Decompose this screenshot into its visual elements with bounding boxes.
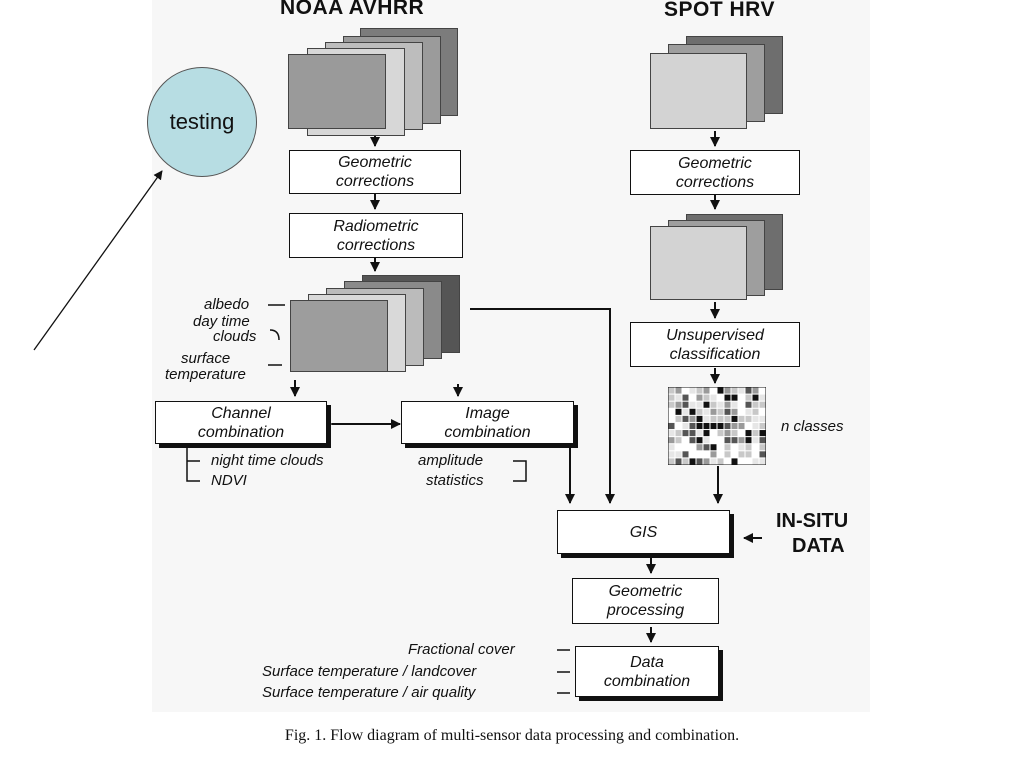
radiometric-corrections-box: Radiometric corrections: [289, 213, 463, 258]
label-night-time-clouds: night time clouds: [211, 452, 324, 469]
spot-hrv-header: SPOT HRV: [664, 0, 775, 21]
label-temperature: temperature: [165, 366, 246, 383]
geometric-processing-box: Geometric processing: [572, 578, 719, 624]
label-fractional-cover: Fractional cover: [408, 641, 515, 658]
label-albedo: albedo: [204, 296, 250, 313]
label-statistics: statistics: [426, 472, 484, 489]
callout-arrow: [33, 170, 163, 351]
figure-caption: Fig. 1. Flow diagram of multi-sensor dat…: [284, 727, 740, 744]
label-clouds: clouds: [213, 328, 257, 345]
label-data: DATA: [792, 535, 845, 557]
label-amplitude: amplitude: [418, 452, 484, 469]
bracket-channel-outputs: [186, 448, 200, 482]
noaa-avhrr-header: NOAA AVHRR: [280, 0, 425, 19]
bracket-image-outputs: [513, 460, 527, 482]
label-day-time: day time: [193, 313, 250, 330]
data-combination-box: Data combination: [575, 646, 719, 697]
noaa-geometric-corrections-box: Geometric corrections: [289, 150, 461, 194]
classification-grid: [668, 387, 766, 465]
channel-combination-box: Channel combination: [155, 401, 327, 444]
spot-geometric-corrections-box: Geometric corrections: [630, 150, 800, 195]
label-surface: surface: [181, 350, 231, 367]
label-surface-temperature-landcover: Surface temperature / landcover: [262, 663, 477, 680]
testing-callout: testing: [147, 67, 257, 177]
arrow-stack-to-gis: [470, 308, 615, 504]
label-surface-temperature-air-quality: Surface temperature / air quality: [262, 684, 476, 701]
label-ndvi: NDVI: [211, 472, 247, 489]
unsupervised-classification-box: Unsupervised classification: [630, 322, 800, 367]
gis-box: GIS: [557, 510, 730, 554]
label-in-situ: IN-SITU: [776, 510, 849, 532]
image-combination-box: Image combination: [401, 401, 574, 444]
label-n-classes: n classes: [781, 418, 844, 435]
